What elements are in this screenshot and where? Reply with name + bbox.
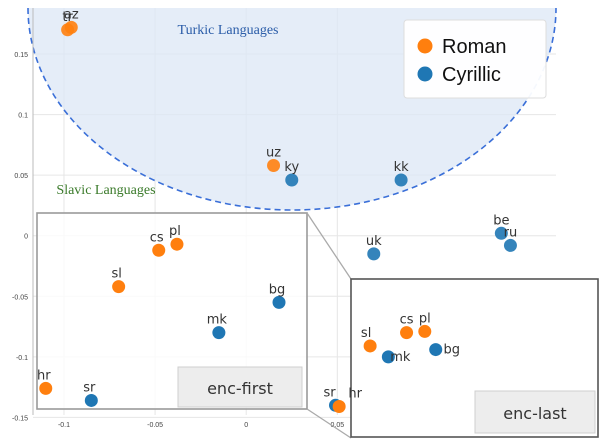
point-pl — [418, 324, 432, 338]
point-cs — [400, 326, 414, 340]
point-bg — [272, 295, 286, 309]
legend-label-roman: Roman — [442, 36, 506, 58]
y-tick-label: 0.1 — [18, 113, 28, 120]
inset-tag-enc-first — [177, 366, 303, 408]
turkic-languages-label: Turkic Languages — [178, 23, 279, 38]
legend-box — [403, 19, 547, 99]
y-tick-label: -0.05 — [12, 294, 28, 301]
slavic-languages-label: Slavic Languages — [56, 183, 155, 198]
y-tick-label: -0.15 — [12, 415, 28, 422]
point-sr — [84, 393, 98, 407]
point-uk — [367, 247, 381, 261]
y-tick-label: 0.15 — [14, 52, 28, 59]
point-sl — [363, 339, 377, 353]
y-tick-label: 0 — [24, 234, 28, 241]
point-ky — [285, 173, 299, 187]
point-label-cs: cs — [150, 230, 164, 245]
inset-tag-enc-first-text: enc-first — [207, 379, 273, 398]
point-cs — [152, 243, 166, 257]
inset-connector — [306, 408, 352, 439]
point-kk — [394, 173, 408, 187]
legend-marker-cyrillic — [417, 66, 433, 82]
point-label-ru: ru — [504, 225, 518, 240]
point-ru — [503, 238, 517, 252]
point-hr — [332, 400, 346, 414]
point-uz — [267, 158, 281, 172]
point-label-mk: mk — [390, 350, 411, 365]
point-label-cs: cs — [400, 313, 414, 328]
point-label-sr: sr — [83, 380, 96, 395]
point-label-bg: bg — [443, 343, 460, 358]
point-label-sl: sl — [361, 326, 371, 341]
x-tick-label: 0 — [244, 422, 248, 429]
point-label-uk: uk — [366, 234, 382, 249]
legend-marker-roman — [417, 38, 433, 54]
point-bg — [429, 343, 443, 357]
turkic-region-boundary — [27, 7, 557, 211]
point-label-pl: pl — [419, 311, 431, 326]
x-tick-label: -0.05 — [147, 422, 163, 429]
inset-tag-enc-last — [474, 390, 596, 434]
point-label-tr: tr — [62, 10, 73, 25]
point-label-sr: sr — [323, 385, 336, 400]
point-mk — [381, 350, 395, 364]
y-tick-label: 0.05 — [14, 173, 28, 180]
point-label-pl: pl — [169, 224, 181, 239]
point-sl — [112, 280, 126, 294]
point-az — [64, 20, 78, 34]
x-tick-label: 0.05 — [331, 422, 345, 429]
point-pl — [170, 237, 184, 251]
point-label-ky: ky — [284, 160, 299, 175]
point-label-mk: mk — [207, 313, 228, 328]
x-tick-label: -0.1 — [58, 422, 70, 429]
point-label-hr: hr — [348, 387, 362, 402]
point-label-bg: bg — [269, 282, 286, 297]
y-tick-label: -0.1 — [16, 355, 28, 362]
point-label-uz: uz — [266, 145, 281, 160]
point-label-hr: hr — [37, 368, 51, 383]
point-label-be: be — [493, 213, 509, 228]
inset-tag-enc-last-text: enc-last — [503, 404, 566, 423]
point-label-sl: sl — [111, 267, 121, 282]
legend-label-cyrillic: Cyrillic — [442, 64, 501, 86]
point-be — [494, 226, 508, 240]
point-hr — [39, 381, 53, 395]
inset-connector — [306, 212, 352, 280]
point-label-az: az — [64, 7, 79, 22]
point-label-kk: kk — [394, 160, 410, 175]
point-mk — [212, 326, 226, 340]
